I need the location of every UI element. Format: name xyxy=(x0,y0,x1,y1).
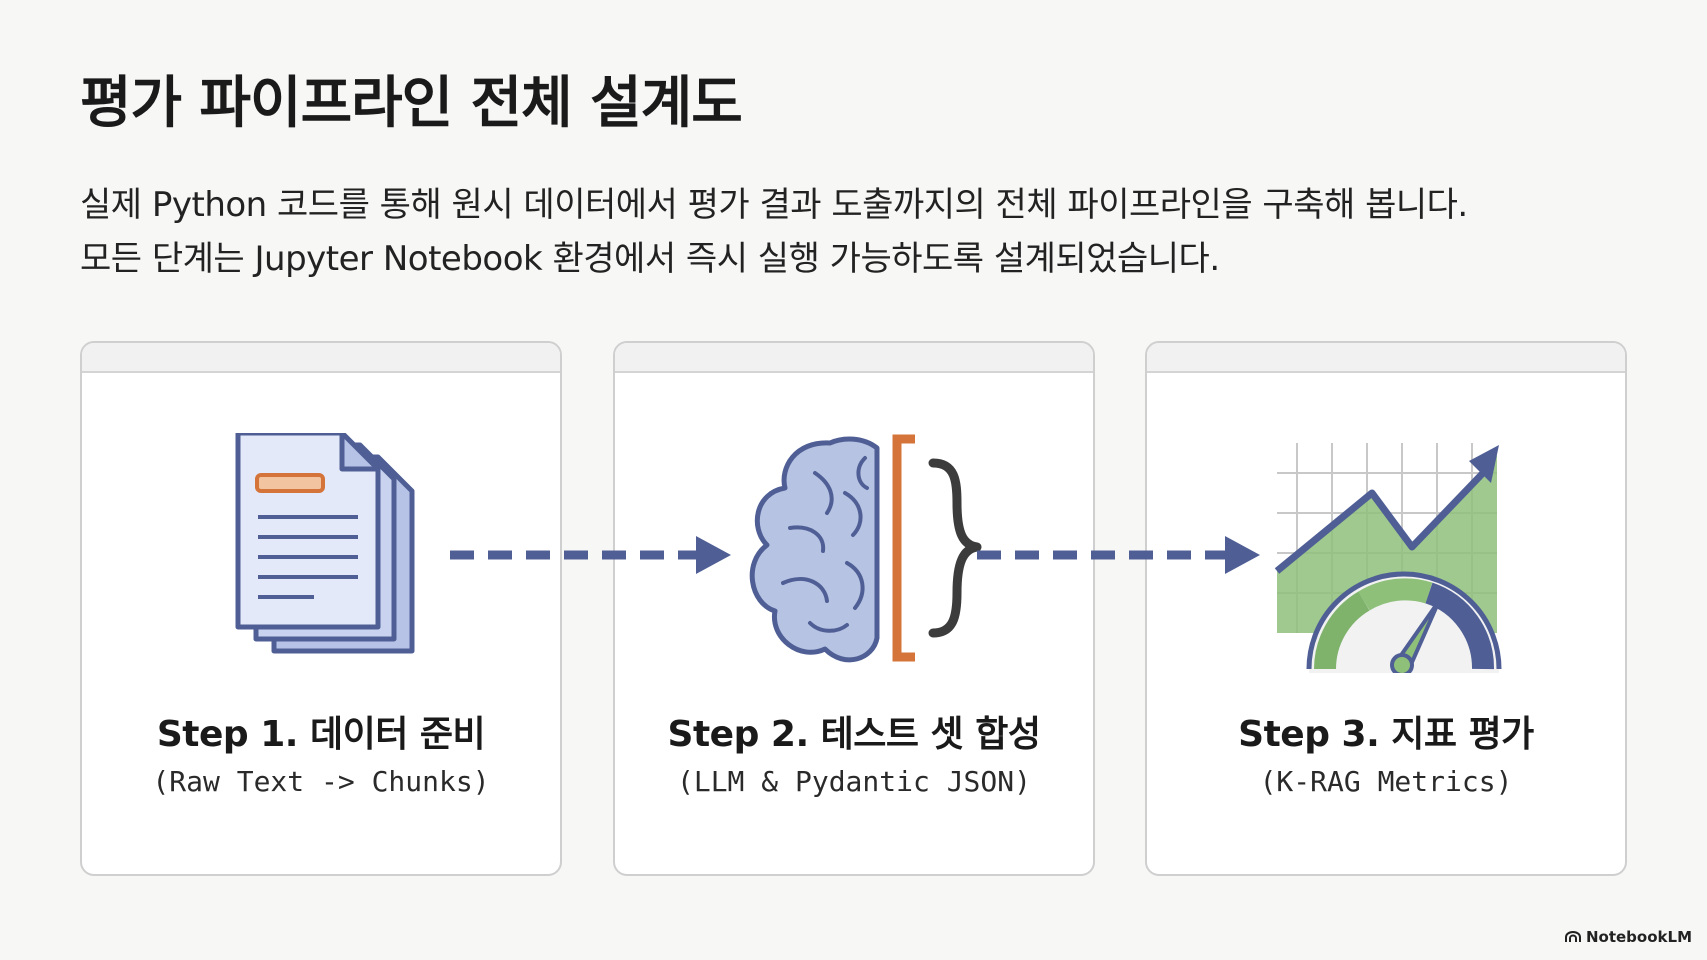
dashed-arrow-icon xyxy=(450,536,731,574)
document-stack-icon xyxy=(235,433,415,654)
step-1-title: Step 1. 데이터 준비 xyxy=(156,714,486,755)
step-1-card: Step 1. 데이터 준비 (Raw Text -> Chunks) xyxy=(80,341,562,876)
step-3-card: Step 3. 지표 평가 (K-RAG Metrics) xyxy=(1145,341,1627,876)
step-1-subtitle: (Raw Text -> Chunks) xyxy=(152,765,490,798)
brain-json-icon xyxy=(749,434,982,663)
notebooklm-brand: NotebookLM xyxy=(1564,928,1692,946)
description-line-2: 모든 단계는 Jupyter Notebook 환경에서 즉시 실행 가능하도록… xyxy=(80,239,1220,279)
page-title: 평가 파이프라인 전체 설계도 xyxy=(80,71,743,136)
step-2-card: Step 2. 테스트 셋 합성 (LLM & Pydantic JSON) xyxy=(613,341,1095,876)
page-description: 실제 Python 코드를 통해 원시 데이터에서 평가 결과 도출까지의 전체… xyxy=(80,178,1640,286)
step-3-title: Step 3. 지표 평가 xyxy=(1238,714,1534,755)
description-line-1: 실제 Python 코드를 통해 원시 데이터에서 평가 결과 도출까지의 전체… xyxy=(80,185,1468,225)
notebooklm-logo-icon xyxy=(1564,931,1581,942)
brand-label: NotebookLM xyxy=(1585,928,1692,946)
card-header-bar xyxy=(615,343,1093,373)
step-2-title: Step 2. 테스트 셋 합성 xyxy=(667,714,1041,755)
card-header-bar xyxy=(82,343,560,373)
gauge-chart-icon xyxy=(1274,443,1502,673)
step-3-subtitle: (K-RAG Metrics) xyxy=(1259,765,1513,798)
step-2-subtitle: (LLM & Pydantic JSON) xyxy=(676,765,1031,798)
dashed-arrow-icon xyxy=(977,536,1260,574)
card-header-bar xyxy=(1147,343,1625,373)
